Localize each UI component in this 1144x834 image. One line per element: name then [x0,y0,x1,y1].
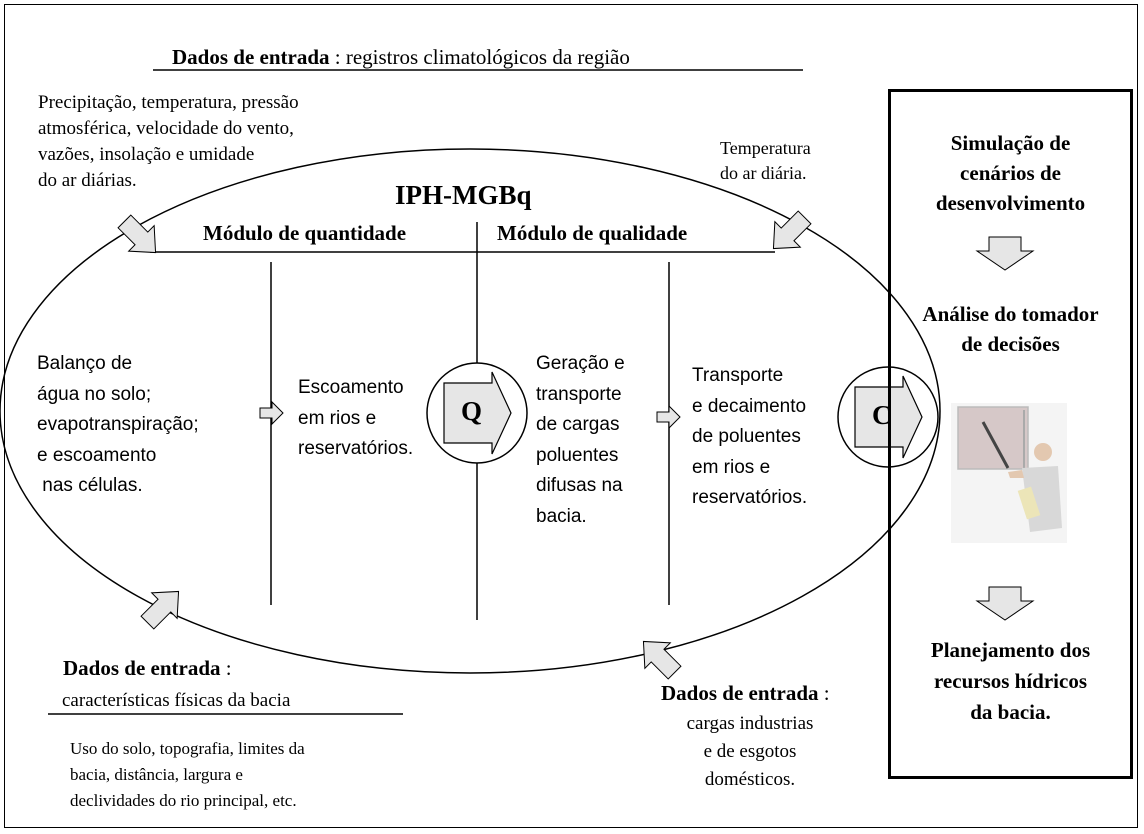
pollutant-generation-text: Geração e transporte de cargas poluentes… [536,349,625,532]
text-line: nas células. [37,475,143,496]
detail-line: bacia, distância, largura e [70,765,243,784]
text-line: desenvolvimento [935,191,1086,215]
text-line: reservatórios. [298,438,414,459]
text-line: transporte [536,383,622,405]
quality-module-label: Módulo de qualidade [497,221,688,245]
bottom-left-details: Uso do solo, topografia, limites da baci… [70,736,305,814]
bottom-left-sep: : [220,656,232,680]
diagram-frame [4,4,1138,828]
down-arrow-1-icon [975,236,1035,271]
water-balance-text: Balanço de água no solo; evapotranspiraç… [37,349,199,502]
temp-line: do ar diária. [720,163,807,183]
text-line: Planejamento dos [930,638,1091,662]
quantity-module-label: Módulo de quantidade [203,221,407,245]
small-arrow-2-icon [656,404,681,430]
text-line: de poluentes [692,426,801,447]
text-line: Escoamento [298,377,404,398]
text-line: Análise do tomador [922,302,1099,326]
detail-line: atmosférica, velocidade do vento, [38,118,294,139]
bottom-right-sep: : [818,681,830,705]
text-line: em rios e [692,456,771,478]
pollutant-transport-text: Transporte e decaimento de poluentes em … [692,361,807,514]
model-ellipse [0,148,941,674]
text-line: de cargas [536,414,620,435]
top-right-input-arrow-icon [772,210,812,250]
top-input-details: Precipitação, temperatura, pressão atmos… [38,90,299,194]
text-line: da bacia. [970,700,1051,724]
detail-line: vazões, insolação e umidade [38,144,255,165]
simulation-text: Simulação de cenários de desenvolvimento [891,128,1130,218]
small-arrow-1-icon [259,400,284,426]
top-input-text: registros climatológicos da região [345,45,630,69]
detail-line: Precipitação, temperatura, pressão [38,92,299,113]
text-line: Simulação de [950,131,1071,155]
detail-line: cargas industrias [686,713,814,734]
top-input-label: Dados de entrada [172,45,330,69]
top-input-title: Dados de entrada : registros climatológi… [172,45,630,70]
presenter-image [951,403,1067,543]
detail-line: Uso do solo, topografia, limites da [70,739,305,758]
text-line: de decisões [961,332,1060,356]
text-line: reservatórios. [692,487,808,508]
q-symbol: Q [461,396,483,426]
runoff-text: Escoamento em rios e reservatórios. [298,373,413,465]
text-line: bacia. [536,505,587,527]
detail-line: domésticos. [704,769,796,790]
q-arrow-icon [443,371,512,455]
top-left-input-arrow-icon [117,214,157,254]
text-line: e decaimento [692,395,807,417]
c-symbol: C [872,400,892,430]
bottom-left-input-arrow-icon [140,590,180,630]
text-line: água no solo; [37,383,152,405]
decision-panel [888,89,1133,779]
top-input-sep: : [329,45,346,69]
text-line: difusas na [536,475,623,496]
bottom-right-input-arrow-icon [642,640,682,680]
text-line: Transporte [692,365,784,386]
bottom-right-details: cargas industrias e de esgotos doméstico… [650,710,850,794]
text-line: cenários de [960,161,1061,185]
analysis-text: Análise do tomador de decisões [891,299,1130,359]
detail-line: declividades do rio principal, etc. [70,791,297,810]
planning-text: Planejamento dos recursos hídricos da ba… [891,635,1130,728]
text-line: poluentes [536,444,619,466]
temp-line: Temperatura [720,138,811,158]
text-line: em rios e [298,407,377,429]
model-title: IPH-MGBq [395,180,532,210]
text-line: recursos hídricos [933,669,1088,693]
text-line: Geração e [536,353,625,374]
temperature-input: Temperatura do ar diária. [720,136,811,186]
text-line: evapotranspiração; [37,414,199,435]
detail-line: do ar diárias. [38,170,137,191]
detail-line: e de esgotos [703,741,797,762]
bottom-left-label: Dados de entrada [63,656,221,680]
bottom-left-input-title: Dados de entrada : [63,656,232,681]
down-arrow-2-icon [975,586,1035,621]
bottom-right-label: Dados de entrada [661,681,819,705]
bottom-left-subtitle: características físicas da bacia [62,690,291,711]
text-line: e escoamento [37,444,157,466]
bottom-right-input-title: Dados de entrada : [661,681,830,706]
text-line: Balanço de [37,353,133,374]
